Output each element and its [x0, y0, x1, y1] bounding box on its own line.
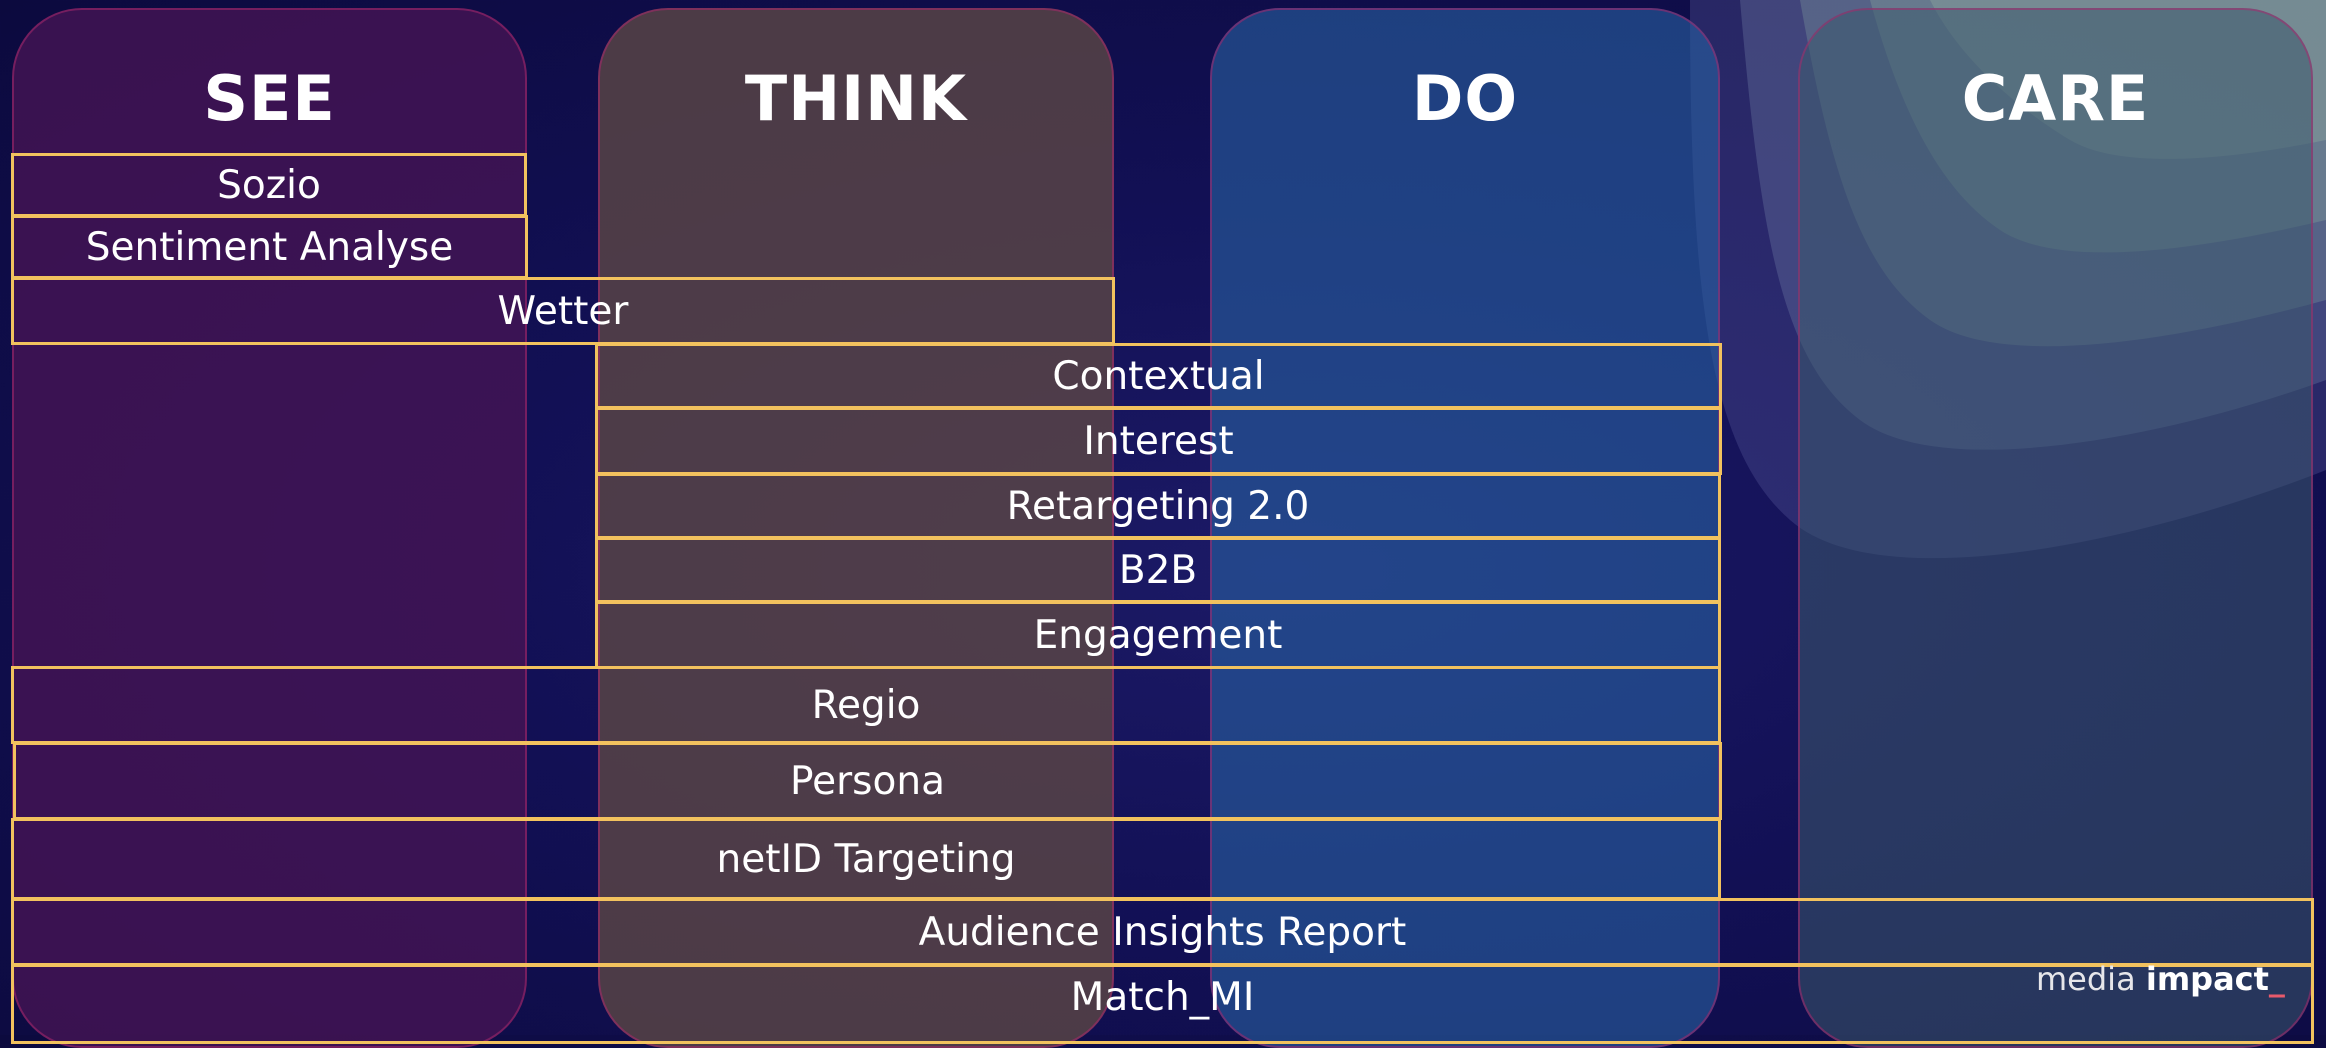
logo-bold-text: impact	[2145, 960, 2269, 998]
column-see-title: SEE	[203, 62, 336, 135]
column-see: SEE	[12, 8, 527, 1048]
bar-match-mi: Match_MI	[11, 964, 2314, 1044]
bar-engagement: Engagement	[595, 601, 1721, 669]
bar-regio: Regio	[11, 666, 1721, 744]
media-impact-logo: media impact_	[2036, 960, 2285, 998]
column-care: CARE	[1798, 8, 2313, 1048]
bar-sozio: Sozio	[11, 153, 527, 217]
bar-audience-insights-report: Audience Insights Report	[11, 898, 2314, 966]
bar-sentiment-analyse: Sentiment Analyse	[11, 215, 528, 279]
bar-interest: Interest	[595, 407, 1722, 475]
bar-netid-targeting: netID Targeting	[11, 818, 1721, 900]
bar-wetter: Wetter	[11, 277, 1115, 345]
column-care-title: CARE	[1961, 62, 2150, 135]
column-do: DO	[1210, 8, 1720, 1048]
column-think: THINK	[598, 8, 1114, 1048]
bar-contextual: Contextual	[595, 343, 1722, 409]
column-think-title: THINK	[744, 62, 968, 135]
bar-retargeting: Retargeting 2.0	[595, 473, 1721, 539]
bar-b2b: B2B	[595, 537, 1721, 603]
column-do-title: DO	[1411, 62, 1519, 135]
logo-accent: _	[2268, 960, 2285, 998]
bar-persona: Persona	[13, 742, 1722, 820]
logo-light-text: media	[2036, 960, 2146, 998]
